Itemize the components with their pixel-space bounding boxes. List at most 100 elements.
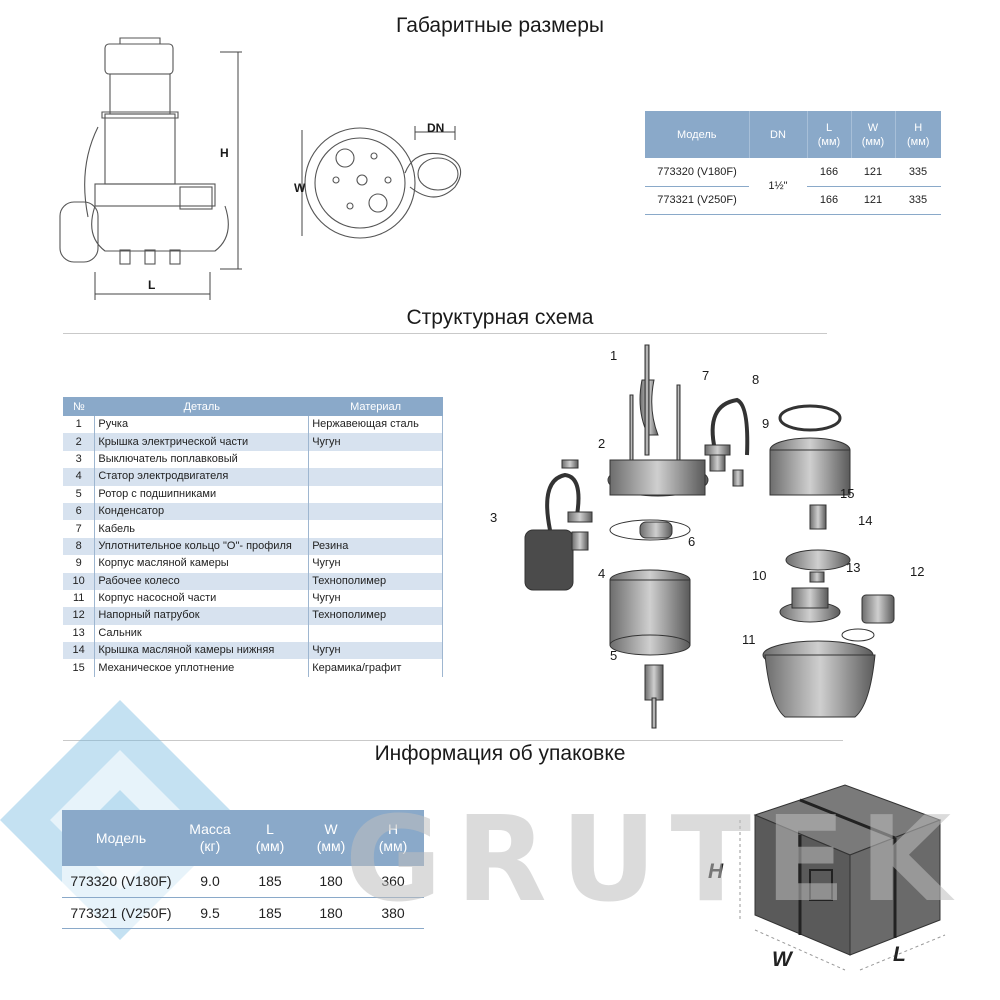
dimensions-table: Модель DN L(мм) W(мм) H(мм) 773320 (V180… [645, 111, 941, 215]
cell-num: 13 [63, 624, 96, 643]
cell-num: 10 [63, 572, 96, 590]
header-w: W(мм) [851, 111, 896, 158]
callout-label: 3 [490, 510, 497, 525]
cell-part: Выключатель поплавковый [94, 450, 310, 469]
cell-h: 380 [362, 897, 424, 929]
cell-num: 11 [63, 589, 96, 608]
cell-model: 773320 (V180F) [645, 158, 749, 187]
cell-part: Корпус насосной части [94, 589, 310, 608]
cell-part: Механическое уплотнение [94, 659, 310, 677]
structure-title: Структурная схема [406, 306, 594, 329]
header-mass: Масса(кг) [180, 810, 240, 866]
header-model: Модель [645, 111, 750, 158]
cell-w: 180 [300, 897, 362, 929]
cell-model: 773320 (V180F) [62, 866, 180, 898]
cell-part: Рабочее колесо [94, 572, 310, 590]
header-dn: DN [749, 111, 808, 158]
cell-material [308, 485, 443, 503]
cell-part: Крышка масляной камеры нижняя [94, 642, 310, 660]
header-h: H(мм) [895, 111, 941, 158]
cell-material: Чугун [308, 589, 443, 608]
divider [63, 740, 843, 741]
cell-part: Ручка [94, 416, 310, 434]
cell-part: Уплотнительное кольцо "O"- профиля [94, 537, 310, 556]
dim-label-h: H [220, 146, 229, 160]
cell-mass: 9.0 [180, 866, 240, 898]
cell-num: 5 [63, 485, 96, 503]
header-model: Модель [62, 810, 180, 866]
header-part: Деталь [94, 397, 309, 416]
box-drawing [739, 784, 946, 971]
callout-label: 11 [742, 632, 756, 647]
cell-model: 773321 (V250F) [62, 897, 180, 929]
header-l: L(мм) [240, 810, 300, 866]
cell-material [308, 468, 443, 486]
cell-l: 185 [240, 897, 300, 929]
cell-material: Технополимер [308, 607, 443, 625]
dim-label-l: L [148, 278, 155, 292]
cell-material [308, 520, 443, 538]
cell-model: 773321 (V250F) [645, 186, 749, 215]
divider [63, 333, 827, 334]
cell-num: 3 [63, 450, 96, 469]
svg-text:DN: DN [427, 121, 444, 135]
pump-top-drawing [301, 126, 462, 239]
packaging-table: Модель Масса(кг) L(мм) W(мм) H(мм) 77332… [62, 810, 424, 929]
cell-num: 14 [63, 642, 96, 660]
table-row: 773321 (V250F) 9.5 185 180 380 [62, 897, 424, 929]
box-label-l: L [893, 943, 906, 966]
box-label-w: W [772, 948, 792, 971]
cell-part: Крышка электрической части [94, 433, 310, 451]
dim-label-w: W [294, 181, 306, 195]
cell-num: 7 [63, 520, 96, 538]
cell-material: Резина [308, 537, 443, 556]
cell-num: 1 [63, 416, 96, 434]
header-h: H(мм) [362, 810, 424, 866]
cell-l: 166 [807, 186, 851, 215]
cell-material [308, 450, 443, 469]
cell-mass: 9.5 [180, 897, 240, 929]
cell-l: 185 [240, 866, 300, 898]
cell-material: Керамика/графит [308, 659, 443, 677]
callout-label: 13 [846, 560, 860, 575]
callout-label: 8 [752, 372, 759, 387]
cell-material [308, 502, 443, 521]
callout-label: 15 [840, 486, 854, 501]
cell-part: Ротор с подшипниками [94, 485, 310, 503]
dimensions-title: Габаритные размеры [396, 14, 604, 37]
cell-dn: 1½" [749, 158, 807, 215]
cell-num: 6 [63, 502, 96, 521]
cell-part: Кабель [94, 520, 310, 538]
callout-label: 7 [702, 368, 709, 383]
cell-w: 121 [851, 158, 895, 187]
cell-w: 121 [851, 186, 895, 215]
callout-label: 12 [910, 564, 924, 579]
cell-num: 12 [63, 607, 96, 625]
cell-h: 335 [895, 158, 941, 187]
pump-side-drawing [59, 37, 242, 300]
cell-material: Нержавеющая сталь [308, 416, 443, 434]
table-row: 773321 (V250F) 166 121 335 [645, 186, 941, 215]
watermark-text: GRUTEK [345, 790, 966, 928]
callout-label: 14 [858, 513, 872, 528]
dim-label-dn: DN [427, 121, 444, 135]
svg-text:H: H [220, 146, 229, 160]
cell-material [308, 624, 443, 643]
callout-label: 4 [598, 566, 605, 581]
cell-num: 4 [63, 468, 96, 486]
table-row: 773320 (V180F) 1½" 166 121 335 [645, 158, 941, 215]
header-l: L(мм) [807, 111, 852, 158]
cell-part: Конденсатор [94, 502, 310, 521]
